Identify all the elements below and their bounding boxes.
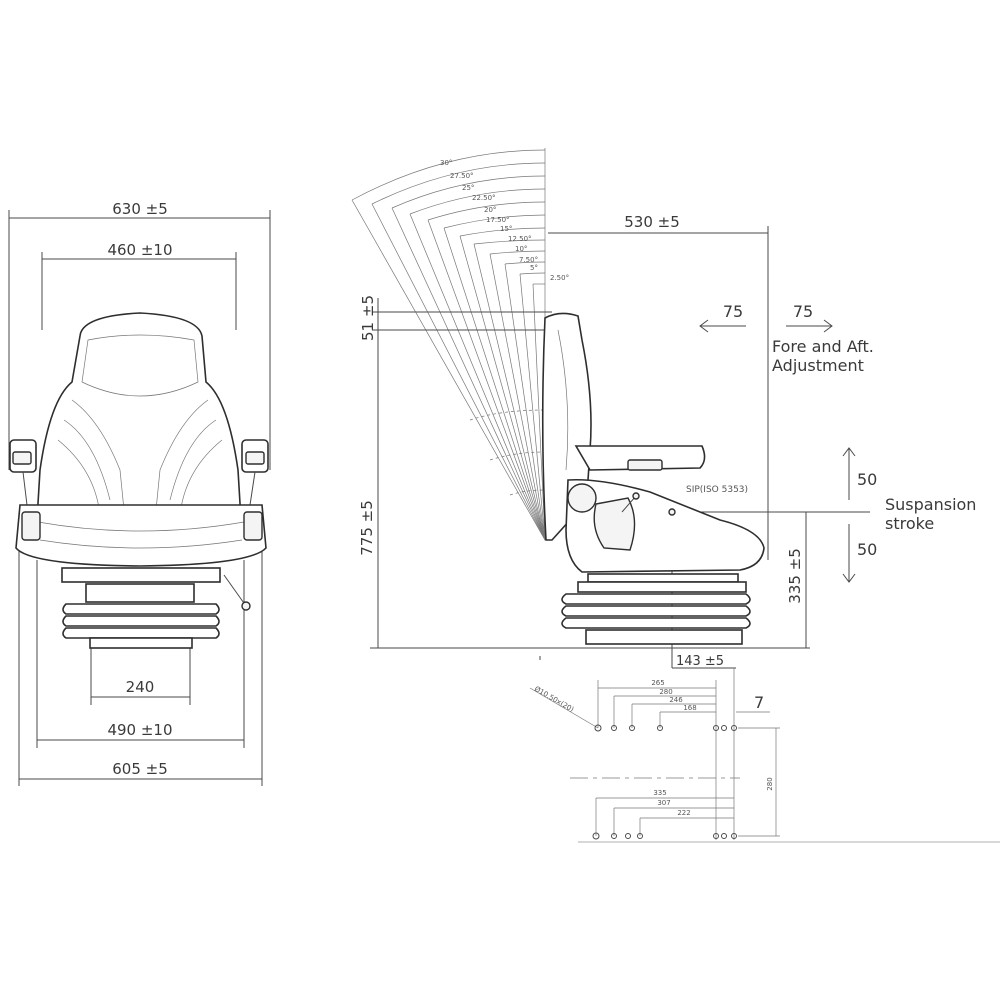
recline-label-3: 22.50°: [472, 194, 496, 202]
front-dimension-lines: [8, 210, 271, 786]
fore-aft-forward-value: 75: [793, 302, 813, 321]
dim-headrest: 51 ±5: [359, 295, 377, 341]
side-dimension-lines: [370, 226, 870, 669]
recline-angle-fan: [351, 148, 546, 541]
mount-dim-280: 280: [659, 688, 672, 696]
dim-base-width: 240: [126, 678, 155, 696]
suspension-up-value: 50: [857, 470, 877, 489]
fore-aft-label-line2: Adjustment: [772, 356, 864, 375]
front-seat-drawing: [9, 312, 269, 649]
dim-backrest-width: 460 ±10: [107, 241, 172, 259]
sip-label: SIP(ISO 5353): [686, 485, 748, 495]
recline-label-1: 27.50°: [450, 172, 474, 180]
dim-depth: 530 ±5: [624, 213, 680, 231]
mount-dim-335: 335: [653, 789, 666, 797]
mounting-pattern: 265 280 246 168 7 Ø10.50x(20) 280 335 30…: [529, 668, 1000, 843]
suspension-label-line1: Suspansion: [885, 495, 976, 514]
mount-dim-246: 246: [669, 696, 683, 704]
mount-dim-222: 222: [677, 809, 690, 817]
dim-overall-width-bottom: 605 ±5: [112, 760, 168, 778]
recline-label-11: 2.50°: [550, 274, 569, 282]
mount-dim-307: 307: [657, 799, 670, 807]
front-view: 630 ±5 460 ±10 240 490 ±10 605 ±5: [8, 200, 271, 786]
mount-hole-label: Ø10.50x(20): [533, 685, 575, 714]
fore-aft-back-value: 75: [723, 302, 743, 321]
side-seat-drawing: [541, 312, 765, 645]
mounting-holes: [592, 724, 737, 840]
fore-aft-label-line1: Fore and Aft.: [772, 337, 874, 356]
dim-sip-offset: 143 ±5: [676, 654, 724, 669]
side-view: 30° 27.50° 25° 22.50° 20° 17.50° 15° 12.…: [351, 148, 976, 669]
suspension-down-value: 50: [857, 540, 877, 559]
recline-label-6: 15°: [500, 225, 512, 233]
recline-label-7: 12.50°: [508, 235, 532, 243]
dim-overall-width-top: 630 ±5: [112, 200, 168, 218]
mount-dim-7: 7: [754, 693, 764, 712]
mount-dim-168: 168: [683, 704, 696, 712]
mount-dim-vertical: 280: [766, 777, 774, 790]
recline-label-4: 20°: [484, 206, 496, 214]
recline-label-0: 30°: [440, 159, 452, 167]
recline-label-2: 25°: [462, 184, 474, 192]
suspension-label-line2: stroke: [885, 514, 934, 533]
recline-label-10: 5°: [530, 264, 538, 272]
recline-label-8: 10°: [515, 245, 527, 253]
dim-height: 775 ±5: [358, 500, 376, 556]
recline-label-9: 7.50°: [519, 256, 538, 264]
mount-dim-265: 265: [651, 679, 664, 687]
dim-cushion-width: 490 ±10: [107, 721, 172, 739]
mounting-lines: [529, 668, 1000, 843]
recline-label-5: 17.50°: [486, 216, 510, 224]
dim-sip-height: 335 ±5: [786, 548, 804, 604]
recline-angle-labels: 30° 27.50° 25° 22.50° 20° 17.50° 15° 12.…: [440, 159, 569, 282]
